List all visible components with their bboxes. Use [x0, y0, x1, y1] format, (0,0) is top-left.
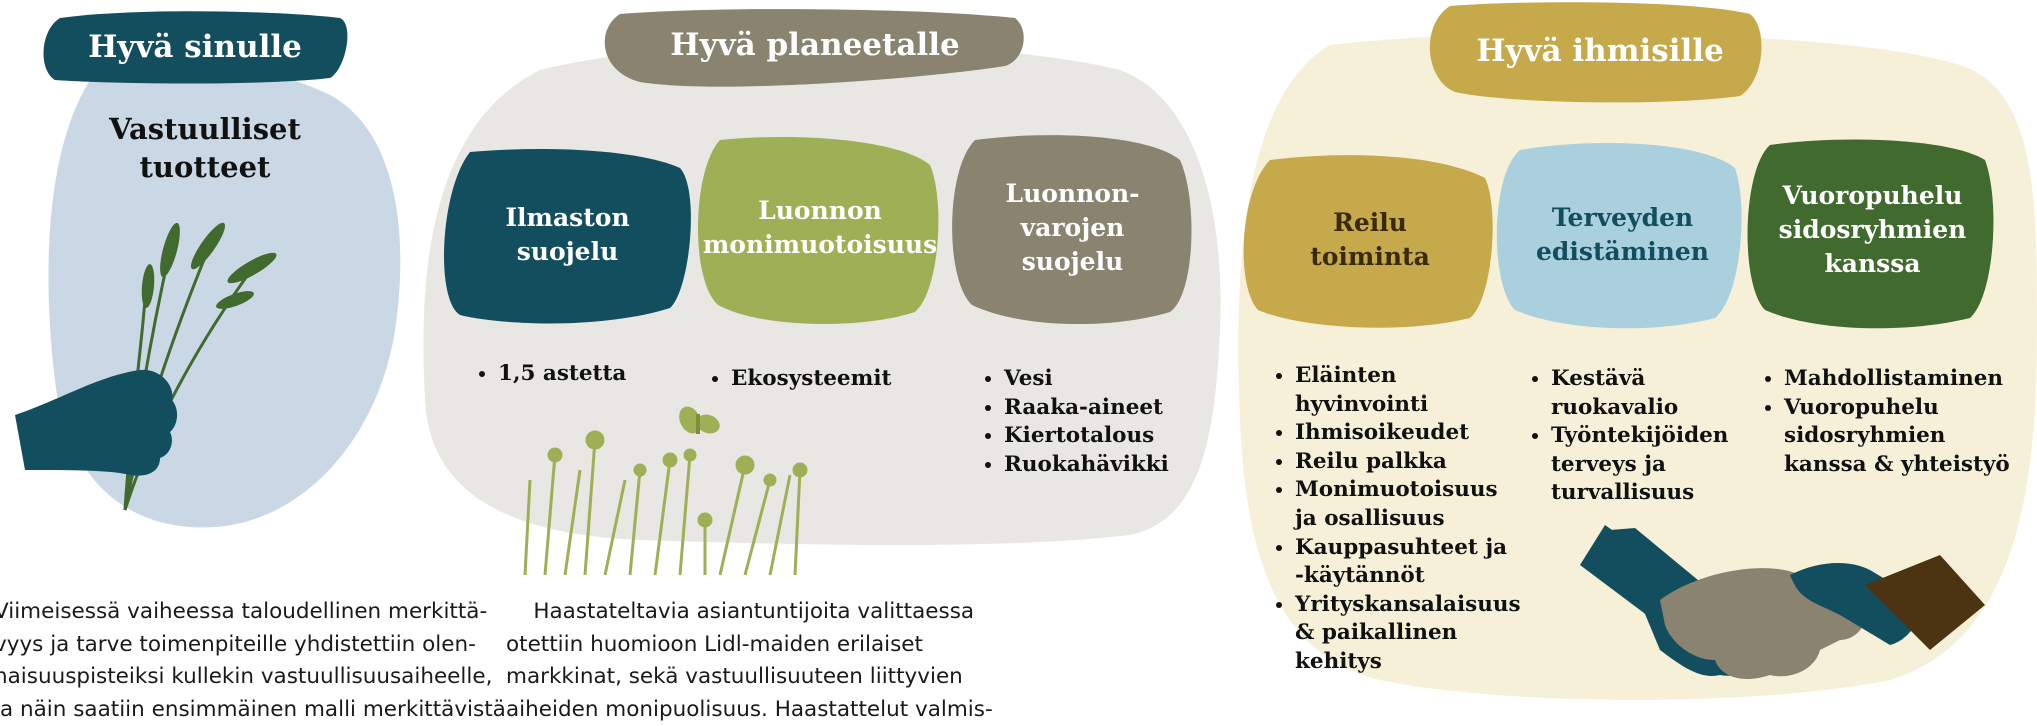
card-fair-label: Reilu toiminta	[1310, 208, 1430, 271]
wheat-ears	[141, 222, 277, 309]
card-fair: Reilu toiminta	[1245, 155, 1495, 325]
bullets-dialogue: Mahdollistaminen Vuoropuhelu sidosryhmie…	[1756, 365, 2037, 479]
card-health: Terveyden edistäminen	[1500, 145, 1745, 325]
butterfly-icon	[679, 406, 720, 434]
card-climate-label: Ilmaston suojelu	[505, 203, 630, 266]
card-biodiversity-label: Luonnon monimuotoisuus	[702, 195, 938, 259]
card-dialogue-label: Vuoropuhelu sidosryhmien kanssa	[1778, 181, 1967, 278]
list-item: Vuoropuhelu sidosryhmien kanssa & yhteis…	[1784, 394, 2037, 480]
tag-people-label: Hyvä ihmisille	[1476, 33, 1724, 69]
bullets-climate: 1,5 astetta	[470, 360, 698, 389]
list-item: Mahdollistaminen	[1784, 365, 2037, 394]
body-text-left: Viimeisessä vaiheessa taloudellinen merk…	[0, 599, 506, 722]
card-shape-resources	[952, 135, 1192, 325]
card-shape-fair	[1243, 155, 1493, 328]
list-item: Eläinten hyvinvointi	[1295, 362, 1545, 419]
card-shape-biodiversity	[697, 137, 939, 325]
list-item: Kiertotalous	[1004, 422, 1224, 451]
list-item: Yrityskansalaisuus & paikallinen kehitys	[1295, 591, 1545, 677]
bullets-fair: Eläinten hyvinvointi Ihmisoikeudet Reilu…	[1267, 362, 1545, 677]
list-item: Raaka-aineet	[1004, 394, 1224, 423]
tag-you-label: Hyvä sinulle	[88, 29, 302, 65]
card-shape-climate	[443, 148, 691, 324]
bullets-biodiversity: Ekosysteemit	[703, 365, 931, 394]
list-item: Kestävä ruokavalio	[1551, 365, 1771, 422]
list-item: Työntekijöiden terveys ja turvallisuus	[1551, 422, 1771, 508]
list-item: 1,5 astetta	[498, 360, 698, 389]
hand-icon	[15, 369, 178, 476]
card-biodiversity: Luonnon monimuotoisuus	[700, 140, 940, 315]
card-climate: Ilmaston suojelu	[445, 150, 690, 320]
list-item: Vesi	[1004, 365, 1224, 394]
card-resources: Luonnon- varojen suojelu	[955, 140, 1190, 315]
you-subtitle: Vastuulliset tuotteet	[109, 112, 301, 184]
card-shape-dialogue	[1747, 139, 1994, 329]
list-item: Kauppasuhteet ja -käytännöt	[1295, 534, 1545, 591]
card-health-label: Terveyden edistäminen	[1536, 203, 1709, 266]
tag-planet-label: Hyvä planeetalle	[670, 27, 960, 63]
tag-people: Hyvä ihmisille	[1430, 8, 1770, 94]
tag-planet: Hyvä planeetalle	[600, 10, 1030, 80]
tag-people-shape	[1429, 2, 1762, 103]
list-item: Monimuotoisuus ja osallisuus	[1295, 476, 1545, 533]
card-dialogue: Vuoropuhelu sidosryhmien kanssa	[1750, 140, 1995, 320]
body-text-middle: Haastateltavia asiantuntijoita valittaes…	[506, 599, 993, 722]
tag-you: Hyvä sinulle	[40, 14, 350, 80]
list-item: Ekosysteemit	[731, 365, 931, 394]
wildflowers-icon	[523, 430, 808, 576]
background-illustrations	[15, 2, 2037, 700]
bullets-health: Kestävä ruokavalio Työntekijöiden tervey…	[1523, 365, 1771, 508]
bullets-resources: Vesi Raaka-aineet Kiertotalous Ruokahävi…	[976, 365, 1224, 479]
handshake-icon	[1580, 525, 1985, 680]
card-resources-label: Luonnon- varojen suojelu	[1005, 178, 1140, 276]
list-item: Ruokahävikki	[1004, 451, 1224, 480]
tag-you-shape	[43, 11, 348, 84]
list-item: Ihmisoikeudet	[1295, 419, 1545, 448]
tag-planet-shape	[604, 9, 1024, 87]
list-item: Reilu palkka	[1295, 448, 1545, 477]
card-shape-health	[1496, 143, 1742, 329]
